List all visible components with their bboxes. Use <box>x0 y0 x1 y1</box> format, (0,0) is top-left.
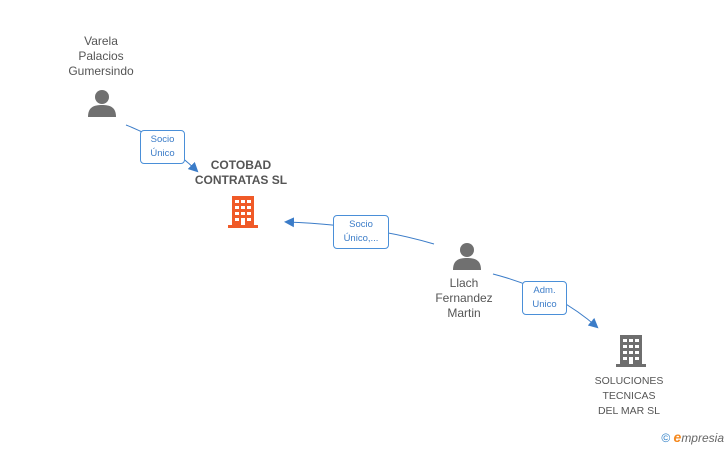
name-line: Fernandez <box>435 291 493 305</box>
edge-label-adm-unico: Adm. Unico <box>522 281 567 315</box>
edge-label-line: Único,... <box>343 233 379 244</box>
name-line: Palacios <box>78 49 124 63</box>
company-name-soluciones[interactable]: SOLUCIONES TECNICAS DEL MAR SL <box>579 374 679 419</box>
company-name-cotobad[interactable]: COTOBAD CONTRATAS SL <box>180 158 302 188</box>
edge-label-line: Único <box>150 148 175 159</box>
name-line: COTOBAD <box>210 158 272 172</box>
name-line: Martin <box>447 306 481 320</box>
name-line: CONTRATAS SL <box>194 173 288 187</box>
copyright-icon: © <box>661 431 671 445</box>
edge-label-socio-unico-multi: Socio Único,... <box>333 215 389 249</box>
edge-label-socio-unico: Socio Único <box>140 130 185 164</box>
edge-label-line: Socio <box>150 134 175 145</box>
building-icon[interactable] <box>227 195 259 229</box>
edge-label-line: Unico <box>532 299 557 310</box>
edge-label-line: Socio <box>349 219 373 230</box>
empresia-watermark[interactable]: © empresia <box>661 429 724 445</box>
person-icon[interactable] <box>87 88 117 118</box>
name-line: Varela <box>84 34 118 48</box>
brand-name: mpresia <box>681 431 724 445</box>
name-line: Llach <box>449 276 479 290</box>
person-icon[interactable] <box>452 241 482 271</box>
name-line: SOLUCIONES <box>594 375 664 387</box>
brand-initial: e <box>673 429 682 445</box>
name-line: DEL MAR SL <box>597 405 661 417</box>
person-name-llach: Llach Fernandez Martin <box>418 276 510 321</box>
person-name-varela: Varela Palacios Gumersindo <box>55 34 147 79</box>
name-line: TECNICAS <box>602 390 656 402</box>
edge-label-line: Adm. <box>533 285 556 296</box>
name-line: Gumersindo <box>68 64 134 78</box>
building-icon[interactable] <box>615 334 647 368</box>
